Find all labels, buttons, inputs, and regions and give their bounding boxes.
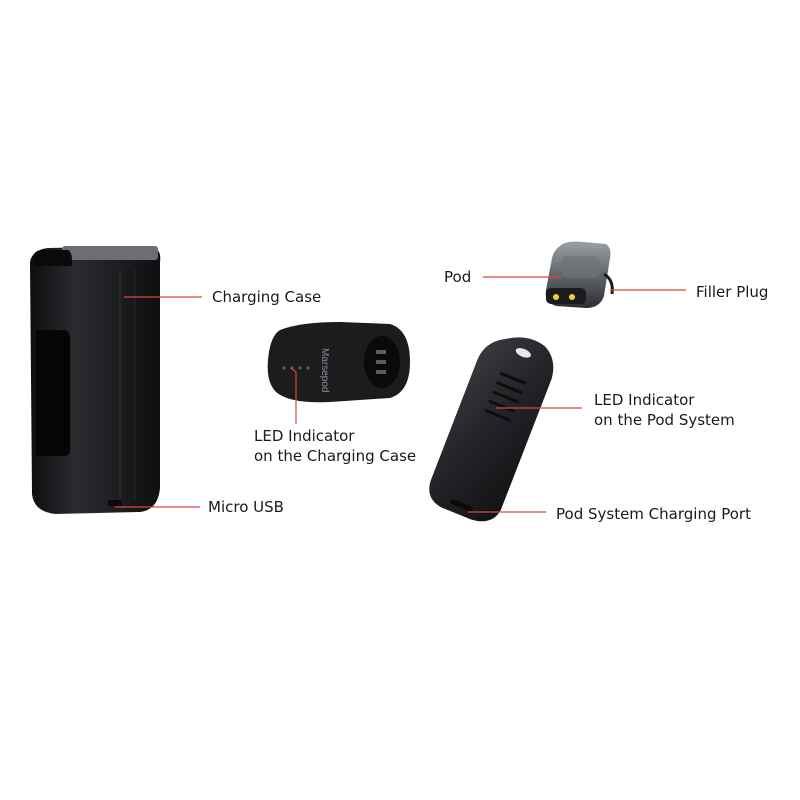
brand-mark-text: Marsepod <box>319 348 330 392</box>
charging-case-device <box>30 246 161 514</box>
label-pod: Pod <box>444 267 471 287</box>
label-line: on the Pod System <box>594 411 735 429</box>
label-line: Micro USB <box>208 498 284 516</box>
label-line: LED Indicator <box>594 391 695 409</box>
case-led-dot <box>282 366 286 370</box>
label-filler-plug: Filler Plug <box>696 282 768 302</box>
filler-plug-part <box>603 272 614 295</box>
label-charging-case: Charging Case <box>212 287 321 307</box>
label-line: LED Indicator <box>254 427 355 445</box>
label-line: Pod System Charging Port <box>556 505 751 523</box>
leader-lines <box>115 276 686 513</box>
label-micro-usb: Micro USB <box>208 497 284 517</box>
case-top-panel <box>62 246 158 260</box>
label-led-indicator-case: LED Indicator on the Charging Case <box>254 426 416 466</box>
pod-system-device <box>429 337 554 522</box>
charging-case-bottom-device <box>267 322 410 403</box>
label-line: on the Charging Case <box>254 447 417 465</box>
label-line: Charging Case <box>212 288 322 306</box>
leader-led-case <box>290 367 297 424</box>
label-led-indicator-pod: LED Indicator on the Pod System <box>594 390 735 430</box>
pod-cartridge-device <box>545 241 614 308</box>
case-window <box>36 330 70 456</box>
label-line: Filler Plug <box>696 283 769 301</box>
label-pod-charging-port: Pod System Charging Port <box>556 504 751 524</box>
label-line: Pod <box>444 268 472 286</box>
micro-usb-port <box>108 500 122 506</box>
pod-contact <box>553 294 559 300</box>
pod-charging-port-part <box>450 499 474 512</box>
